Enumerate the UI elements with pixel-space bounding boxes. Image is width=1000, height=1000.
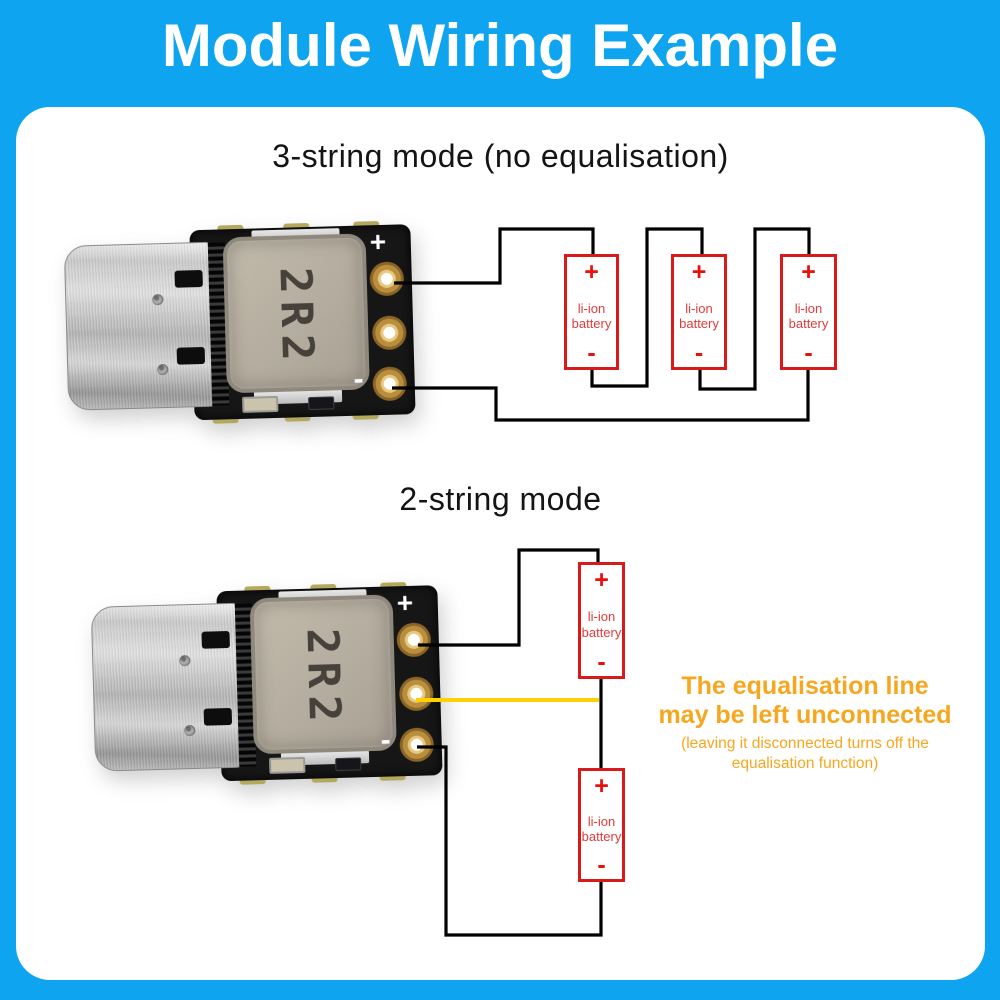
- connector-latch: [203, 707, 233, 726]
- battery-name-line1: li-ion: [587, 813, 616, 829]
- battery-minus: -: [597, 851, 606, 880]
- battery-minus: -: [587, 339, 596, 368]
- smd-component: [335, 757, 362, 772]
- smd-component: [269, 756, 306, 774]
- battery-cell-5: + li-ion battery -: [578, 768, 625, 882]
- page-title: Module Wiring Example: [161, 12, 839, 79]
- module-plus-label: +: [396, 586, 414, 619]
- note-line4: equalisation function): [731, 755, 879, 773]
- battery-cell-3: + li-ion battery -: [780, 254, 837, 370]
- usbc-module-photo-2: 2R2 + -: [86, 580, 443, 790]
- shell-dimple: [152, 294, 164, 306]
- note-line1: The equalisation line: [681, 672, 929, 700]
- shell-dimple: [179, 655, 191, 667]
- connector-latch: [176, 346, 206, 365]
- battery-name-line2: battery: [581, 624, 622, 640]
- battery-name-line2: battery: [571, 316, 612, 332]
- battery-minus: -: [694, 339, 704, 368]
- module-minus-label: -: [380, 723, 392, 757]
- battery-name-line2: battery: [679, 316, 719, 332]
- battery-name: li-ion battery: [679, 301, 719, 332]
- usb-c-connector: [90, 602, 243, 772]
- battery-name: li-ion battery: [572, 301, 612, 332]
- battery-name-line2: battery: [788, 316, 829, 332]
- smd-component: [308, 396, 335, 411]
- inductor: 2R2: [249, 594, 397, 755]
- module-plus-label: +: [369, 225, 387, 258]
- battery-cell-4: + li-ion battery -: [578, 562, 625, 679]
- battery-minus: -: [804, 339, 813, 368]
- battery-name: li-ion battery: [789, 301, 829, 332]
- usbc-module-photo-1: 2R2 + -: [59, 219, 416, 429]
- smd-component: [242, 395, 279, 413]
- shell-dimple: [157, 363, 169, 376]
- battery-name-line1: li-ion: [577, 300, 606, 316]
- inductor-label: 2R2: [269, 265, 324, 368]
- battery-plus: +: [594, 772, 609, 800]
- battery-minus: -: [597, 648, 606, 677]
- inductor-label: 2R2: [296, 626, 351, 729]
- battery-name: li-ion battery: [582, 609, 622, 640]
- battery-plus: +: [691, 258, 707, 286]
- connector-latch: [174, 269, 203, 288]
- shell-dimple: [184, 724, 196, 737]
- equalisation-note: The equalisation line may be left unconn…: [630, 672, 980, 774]
- battery-cell-1: + li-ion battery -: [564, 254, 619, 370]
- battery-plus: +: [594, 566, 609, 594]
- battery-cell-2: + li-ion battery -: [671, 254, 727, 370]
- battery-name-line1: li-ion: [794, 300, 823, 316]
- battery-plus: +: [801, 258, 816, 286]
- battery-name: li-ion battery: [582, 814, 622, 845]
- battery-name-line1: li-ion: [685, 300, 713, 316]
- note-line2: may be left unconnected: [658, 701, 952, 729]
- module-minus-label: -: [353, 362, 365, 396]
- diagram2-title: 2-string mode: [399, 481, 602, 517]
- diagram1-title: 3-string mode (no equalisation): [272, 138, 729, 174]
- note-line3: (leaving it disconnected turns off the: [681, 735, 929, 752]
- battery-plus: +: [584, 258, 599, 286]
- connector-latch: [201, 630, 230, 649]
- usb-c-connector: [63, 241, 216, 411]
- inductor: 2R2: [222, 233, 370, 394]
- battery-name-line1: li-ion: [587, 609, 616, 625]
- battery-name-line2: battery: [581, 829, 622, 845]
